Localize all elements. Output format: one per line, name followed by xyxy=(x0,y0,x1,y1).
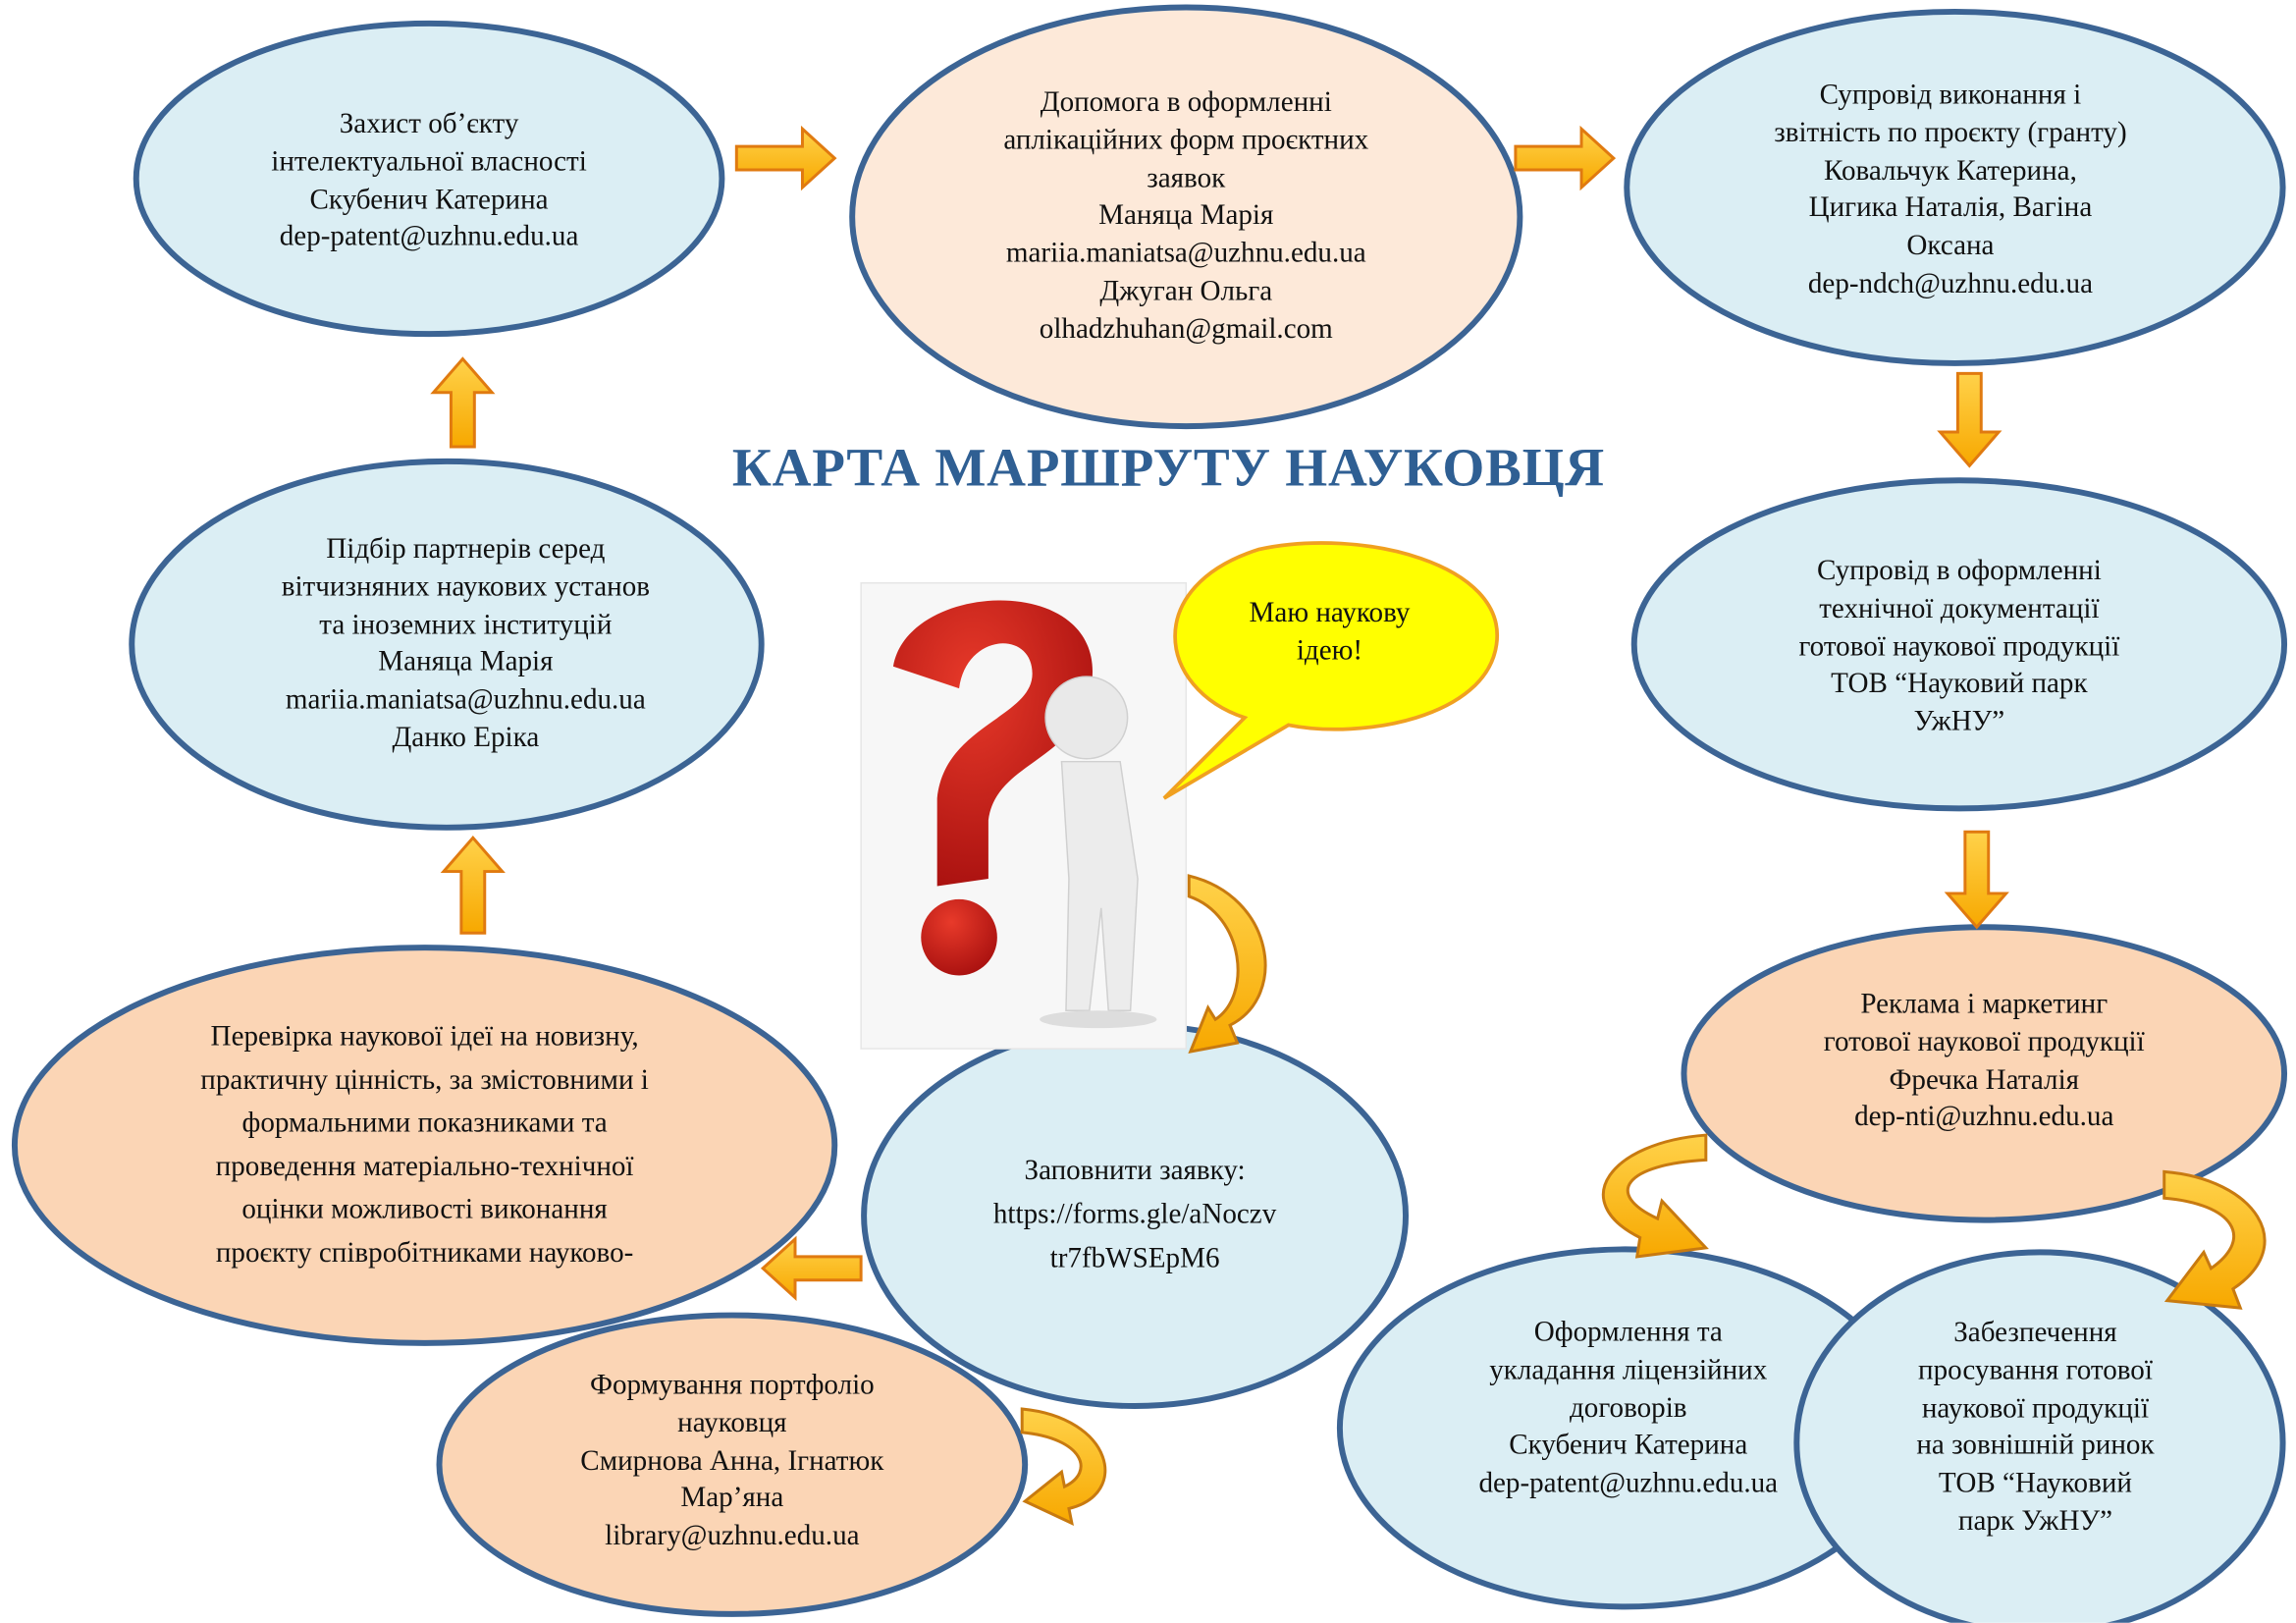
node-line: готової наукової продукції xyxy=(1823,1026,2145,1058)
email-link[interactable]: dep-patent@uzhnu.edu.ua xyxy=(1478,1468,1779,1500)
page-title: КАРТА МАРШРУТУ НАУКОВЦЯ xyxy=(731,438,1605,499)
node-line: парк УжНУ” xyxy=(1957,1506,2112,1538)
node-marketing xyxy=(1681,924,2288,1223)
node-line: Скубенич Катерина xyxy=(1509,1431,1748,1462)
node-line: Перевірка наукової ідеї на новизну, xyxy=(210,1021,639,1053)
idea-check-text: Перевірка наукової ідеї на новизну, прак… xyxy=(200,1015,649,1274)
node-line: ТОВ “Науковий xyxy=(1938,1468,2132,1500)
arrow-right-icon xyxy=(1514,125,1617,191)
node-line: Фречка Наталія xyxy=(1889,1064,2080,1096)
arrow-left-icon xyxy=(760,1235,863,1302)
node-line: вітчизняних наукових установ xyxy=(281,571,650,603)
partners-text: Підбір партнерів серед вітчизняних науко… xyxy=(282,531,650,758)
node-line: Цигика Наталія, Вагіна xyxy=(1808,192,2093,225)
node-line: звітність по проєкту (гранту) xyxy=(1774,117,2127,149)
email-link[interactable]: mariia.maniatsa@uzhnu.edu.ua xyxy=(285,684,646,717)
node-line: Маняца Марія xyxy=(378,647,554,678)
node-line: Реклама і маркетинг xyxy=(1860,989,2109,1020)
node-line: інтелектуальної власності xyxy=(271,146,587,178)
arrow-down-icon xyxy=(1937,371,2002,468)
node-market-promotion xyxy=(1793,1249,2286,1623)
application-form-text: Заповнити заявку: https://forms.gle/aNoc… xyxy=(993,1150,1276,1281)
node-line: Данко Еріка xyxy=(392,723,540,754)
marketing-text: Реклама і маркетинг готової наукової про… xyxy=(1824,987,2145,1138)
node-line: Заповнити заявку: xyxy=(1024,1155,1246,1187)
node-line: Підбір партнерів серед xyxy=(326,533,606,566)
node-line: формальними показниками та xyxy=(241,1108,608,1139)
application-help-text: Допомога в оформленні аплікаційних форм … xyxy=(1003,84,1368,349)
node-line: Забезпечення xyxy=(1953,1317,2117,1349)
portfolio-text: Формування портфоліо науковця Смирнова А… xyxy=(580,1368,883,1556)
ip-protection-text: Захист об’єкту інтелектуальної власності… xyxy=(271,106,587,257)
node-line: просування готової xyxy=(1917,1355,2153,1386)
curved-arrow-icon xyxy=(1020,1407,1107,1526)
node-line: Захист об’єкту xyxy=(339,108,519,140)
arrow-up-icon xyxy=(440,835,506,935)
node-line: Супровід виконання і xyxy=(1819,80,2082,111)
licensing-text: Оформлення та укладання ліцензійних дого… xyxy=(1478,1315,1778,1503)
node-line: Скубенич Катерина xyxy=(309,184,549,216)
node-line: технічної документації xyxy=(1819,593,2100,624)
node-line: на зовнішній ринок xyxy=(1916,1431,2155,1462)
node-line: Ковальчук Катерина, xyxy=(1824,155,2077,187)
thinking-person-question-mark-image xyxy=(860,581,1188,1050)
curved-arrow-icon xyxy=(1602,1133,1709,1259)
node-partners xyxy=(129,458,765,831)
node-line: укладання ліцензійних xyxy=(1489,1355,1768,1386)
curved-arrow-icon xyxy=(2163,1169,2267,1310)
email-link[interactable]: dep-ndch@uzhnu.edu.ua xyxy=(1807,268,2093,300)
node-line: та іноземних інституцій xyxy=(319,609,613,641)
node-application-help xyxy=(849,4,1523,430)
node-line: проведення матеріально-технічної xyxy=(215,1151,634,1182)
node-line: Джуган Ольга xyxy=(1099,276,1273,307)
arrow-down-icon xyxy=(1944,830,2009,930)
node-line: наукової продукції xyxy=(1921,1392,2150,1425)
node-line: Оформлення та xyxy=(1533,1317,1723,1349)
arrow-up-icon xyxy=(430,356,496,449)
form-link[interactable]: https://forms.gle/aNoczv xyxy=(992,1199,1277,1231)
node-line: Супровід в оформленні xyxy=(1816,556,2102,587)
node-line: проєкту співробітниками науково- xyxy=(215,1237,634,1269)
node-line: заявок xyxy=(1147,163,1226,194)
node-line: Смирнова Анна, Ігнатюк xyxy=(580,1445,884,1477)
email-link[interactable]: dep-patent@uzhnu.edu.ua xyxy=(279,222,579,253)
node-line: оцінки можливості виконання xyxy=(241,1194,608,1225)
node-line: Маняца Марія xyxy=(1098,200,1274,232)
form-link[interactable]: tr7fbWSEpM6 xyxy=(1049,1243,1220,1274)
node-line: Оксана xyxy=(1906,231,1995,262)
node-portfolio xyxy=(436,1312,1029,1617)
email-link[interactable]: dep-nti@uzhnu.edu.ua xyxy=(1854,1102,2114,1134)
node-project-support xyxy=(1624,8,2286,366)
node-ip-protection xyxy=(133,20,725,338)
node-line: науковця xyxy=(677,1407,787,1439)
node-line: аплікаційних форм проєктних xyxy=(1003,125,1369,156)
tech-docs-text: Супровід в оформленні технічної документ… xyxy=(1798,553,2119,741)
bubble-line: ідею! xyxy=(1296,635,1363,667)
node-line: Формування портфоліо xyxy=(589,1370,875,1401)
arrow-right-icon xyxy=(734,125,837,191)
node-tech-docs xyxy=(1630,477,2288,812)
project-support-text: Супровід виконання і звітність по проєкт… xyxy=(1774,77,2126,303)
curved-arrow-icon xyxy=(1187,874,1267,1055)
node-line: Мар’яна xyxy=(680,1483,784,1515)
node-line: Допомога в оформленні xyxy=(1040,87,1332,119)
speech-bubble-text: Маю наукову ідею! xyxy=(1250,595,1411,671)
node-line: готової наукової продукції xyxy=(1798,631,2120,663)
email-link[interactable]: mariia.maniatsa@uzhnu.edu.ua xyxy=(1005,238,1366,270)
node-line: договорів xyxy=(1569,1392,1687,1425)
bubble-line: Маю наукову xyxy=(1249,597,1411,629)
speech-bubble xyxy=(1162,541,1499,800)
email-link[interactable]: library@uzhnu.edu.ua xyxy=(605,1521,860,1552)
node-line: практичну цінність, за змістовними і xyxy=(200,1064,649,1096)
node-line: УжНУ” xyxy=(1913,707,2005,738)
node-line: ТОВ “Науковий парк xyxy=(1831,669,2088,700)
market-promotion-text: Забезпечення просування готової наукової… xyxy=(1916,1315,2154,1542)
email-link[interactable]: olhadzhuhan@gmail.com xyxy=(1039,313,1333,346)
node-idea-check xyxy=(11,945,838,1346)
